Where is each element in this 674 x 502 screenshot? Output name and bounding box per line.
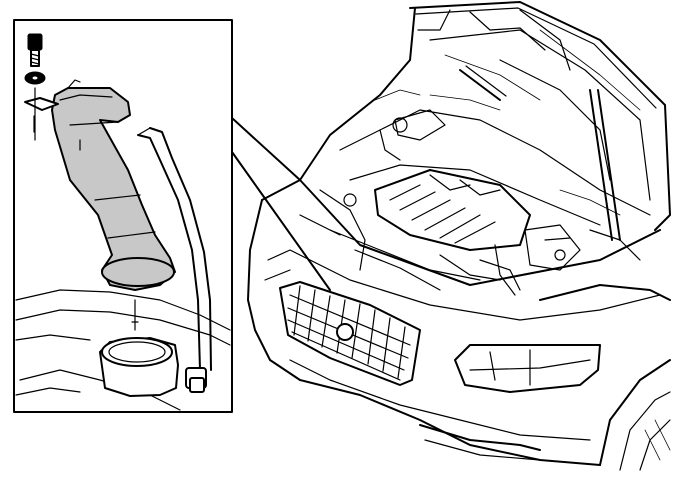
duct-mount-tab	[67, 79, 81, 89]
front-body	[247, 179, 671, 471]
bolt-icon	[27, 33, 43, 67]
car-front-icon	[247, 1, 671, 471]
hose-icon	[137, 127, 212, 393]
engine-bay	[299, 7, 651, 296]
detail-content	[15, 33, 231, 411]
washer-icon	[24, 71, 46, 85]
open-hood	[409, 1, 671, 241]
intake-duct-icon	[51, 87, 176, 291]
air-filter-housing-icon	[15, 289, 231, 411]
bracket-icon	[24, 87, 59, 141]
